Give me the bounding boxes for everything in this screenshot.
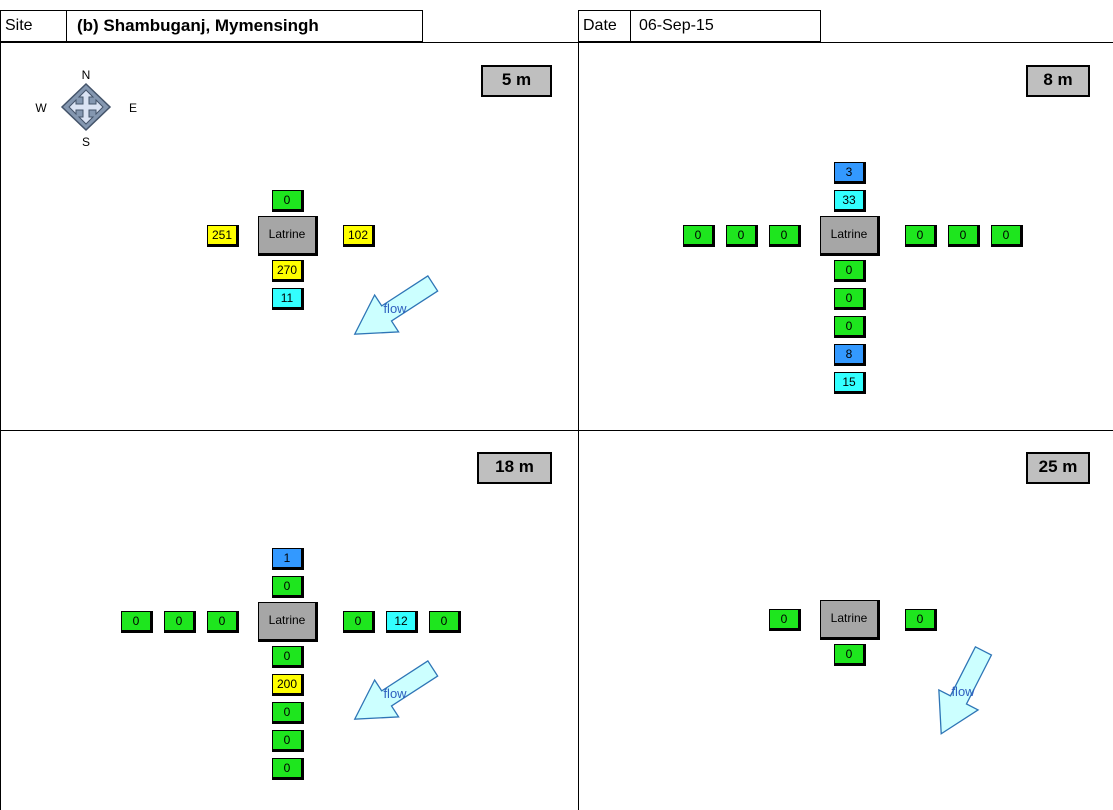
latrine-box: Latrine	[258, 216, 318, 256]
grid-line-center	[578, 42, 579, 810]
cell-west-2: 0	[726, 225, 758, 247]
site-name-cell: (b) Shambuganj, Mymensingh	[67, 10, 423, 42]
latrine-box: Latrine	[258, 602, 318, 642]
date-value: 06-Sep-15	[639, 17, 714, 34]
grid-line-middle	[0, 430, 1113, 431]
cell-south-3: 0	[272, 702, 304, 724]
compass-icon: N S W E	[35, 68, 137, 149]
distance-label: 8 m	[1026, 65, 1090, 97]
cell-west-2: 0	[164, 611, 196, 633]
cell-north-2: 1	[272, 548, 304, 570]
cell-north-1: 0	[272, 576, 304, 598]
cell-west-1: 0	[769, 225, 801, 247]
compass-s: S	[82, 135, 90, 149]
latrine-box: Latrine	[820, 600, 880, 640]
cell-west-1: 0	[769, 609, 801, 631]
cell-south-2: 0	[834, 288, 866, 310]
date-label: Date	[583, 17, 617, 34]
cell-east-1: 102	[343, 225, 375, 247]
cell-east-3: 0	[991, 225, 1023, 247]
cell-south-4: 8	[834, 344, 866, 366]
distance-label: 25 m	[1026, 452, 1090, 484]
compass-w: W	[35, 101, 47, 115]
compass-e: E	[129, 101, 137, 115]
site-label-cell: Site	[0, 10, 67, 42]
date-label-cell: Date	[578, 10, 631, 42]
grid-line-left	[0, 42, 1, 810]
site-label: Site	[5, 17, 33, 34]
cell-west-1: 251	[207, 225, 239, 247]
flow-arrow-icon: flow	[938, 645, 993, 735]
cell-east-2: 0	[948, 225, 980, 247]
cell-east-1: 0	[905, 609, 937, 631]
cell-west-3: 0	[121, 611, 153, 633]
flow-arrow-icon: flow	[353, 275, 439, 335]
cell-south-4: 0	[272, 730, 304, 752]
cell-south-5: 0	[272, 758, 304, 780]
panel-25m: 25 m Latrine 0 0 0 flow	[578, 431, 1113, 810]
cell-south-1: 0	[272, 646, 304, 668]
cell-east-3: 0	[429, 611, 461, 633]
flow-label: flow	[383, 301, 407, 316]
cell-south-1: 270	[272, 260, 304, 282]
cell-north-1: 0	[272, 190, 304, 212]
cell-east-1: 0	[905, 225, 937, 247]
cell-south-3: 0	[834, 316, 866, 338]
cell-south-1: 0	[834, 260, 866, 282]
panel-5m: 5 m Latrine 0 270 11 251 102 flow	[0, 43, 578, 430]
distance-label: 5 m	[481, 65, 552, 97]
cell-south-2: 200	[272, 674, 304, 696]
date-value-cell: 06-Sep-15	[631, 10, 821, 42]
site-name: (b) Shambuganj, Mymensingh	[77, 16, 319, 35]
cell-south-5: 15	[834, 372, 866, 394]
cell-west-3: 0	[683, 225, 715, 247]
cell-east-1: 0	[343, 611, 375, 633]
cell-west-1: 0	[207, 611, 239, 633]
distance-label: 18 m	[477, 452, 552, 484]
compass-n: N	[82, 68, 91, 82]
grid-line-top	[0, 42, 1113, 43]
latrine-box: Latrine	[820, 216, 880, 256]
cell-north-2: 3	[834, 162, 866, 184]
flow-label: flow	[951, 684, 975, 699]
flow-arrow-icon: flow	[353, 660, 439, 720]
cell-east-2: 12	[386, 611, 418, 633]
flow-label: flow	[383, 686, 407, 701]
cell-south-1: 0	[834, 644, 866, 666]
cell-south-2: 11	[272, 288, 304, 310]
cell-north-1: 33	[834, 190, 866, 212]
